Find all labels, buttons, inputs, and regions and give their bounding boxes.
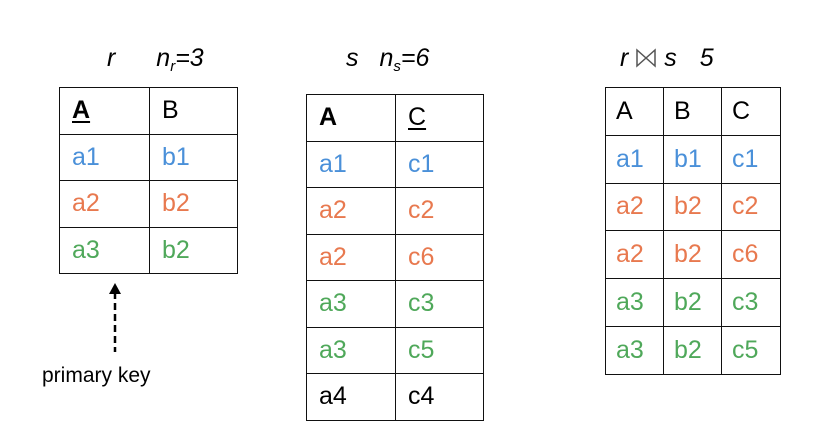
table-cell: b2 [149, 226, 238, 274]
table-cell: c6 [395, 233, 484, 281]
join-right-name: s [664, 44, 677, 72]
table-cell: a1 [605, 134, 664, 184]
table-cell: c1 [395, 140, 484, 188]
table-cell: c5 [721, 325, 781, 375]
join-header-a: A [605, 87, 664, 136]
table-row: a3 c5 [306, 326, 484, 374]
table-row: a2 c6 [306, 233, 484, 281]
table-cell: a3 [605, 278, 664, 327]
table-cell: c4 [395, 373, 484, 421]
join-left-name: r [620, 44, 629, 72]
relation-s-header-a: A [306, 94, 396, 142]
table-cell: b2 [149, 180, 238, 228]
relation-r-name: r [107, 44, 116, 72]
relation-r-table: A B a1 b1 a2 b2 a3 b2 [59, 87, 238, 274]
join-result-table: A B C a1 b1 c1 a2 b2 c2 a2 b2 c6 a3 b2 c… [605, 87, 781, 375]
table-row: a4 c4 [306, 373, 484, 421]
relation-r-header-row: A B [59, 87, 238, 135]
table-cell: b2 [663, 230, 722, 280]
table-row: a1 b1 c1 [605, 134, 781, 184]
table-row: a3 c3 [306, 280, 484, 328]
join-header-b: B [663, 87, 722, 136]
table-cell: a4 [306, 373, 396, 421]
table-cell: b2 [663, 278, 722, 327]
table-cell: c6 [721, 230, 781, 280]
natural-join-icon [636, 48, 657, 68]
join-count: 5 [699, 44, 714, 72]
relation-s-count: ns=6 [379, 44, 430, 75]
table-cell: b2 [663, 325, 722, 375]
table-cell: c5 [395, 326, 484, 374]
table-row: a2 b2 c2 [605, 182, 781, 232]
table-row: a1 b1 [59, 133, 238, 181]
table-cell: a2 [306, 187, 396, 235]
table-cell: a3 [605, 325, 664, 375]
table-row: a2 b2 c6 [605, 230, 781, 280]
relation-r-header-b: B [149, 87, 238, 135]
table-cell: c3 [721, 278, 781, 327]
primary-key-label: primary key [42, 364, 151, 387]
table-cell: a3 [306, 326, 396, 374]
table-cell: a2 [306, 233, 396, 281]
table-row: a1 c1 [306, 140, 484, 188]
relation-s-name: s [346, 44, 359, 72]
relation-r-header-a: A [59, 87, 150, 135]
join-header-c: C [721, 87, 781, 136]
relation-r-count: nr=3 [156, 44, 204, 75]
relation-r-title: r nr=3 [107, 44, 204, 75]
table-cell: a1 [306, 140, 396, 188]
table-cell: c2 [721, 182, 781, 232]
table-cell: b1 [149, 133, 238, 181]
table-cell: b2 [663, 182, 722, 232]
table-cell: a2 [605, 182, 664, 232]
table-cell: a1 [59, 133, 150, 181]
dashed-up-arrow-icon [109, 283, 121, 352]
table-cell: b1 [663, 134, 722, 184]
table-row: a3 b2 [59, 226, 238, 274]
table-row: a2 c2 [306, 187, 484, 235]
table-row: a2 b2 [59, 180, 238, 228]
join-title: r s 5 [620, 46, 714, 71]
table-cell: a3 [306, 280, 396, 328]
relation-s-header-row: A C [306, 94, 484, 142]
relation-s-header-c: C [395, 94, 484, 142]
table-cell: c2 [395, 187, 484, 235]
table-row: a3 b2 c5 [605, 325, 781, 375]
table-cell: c3 [395, 280, 484, 328]
table-row: a3 b2 c3 [605, 278, 781, 327]
table-cell: a2 [59, 180, 150, 228]
join-result-header-row: A B C [605, 87, 781, 136]
relation-s-title: s ns=6 [346, 44, 430, 75]
relation-s-table: A C a1 c1 a2 c2 a2 c6 a3 c3 a3 c5 a4 c4 [306, 94, 484, 421]
table-cell: a3 [59, 226, 150, 274]
table-cell: c1 [721, 134, 781, 184]
table-cell: a2 [605, 230, 664, 280]
